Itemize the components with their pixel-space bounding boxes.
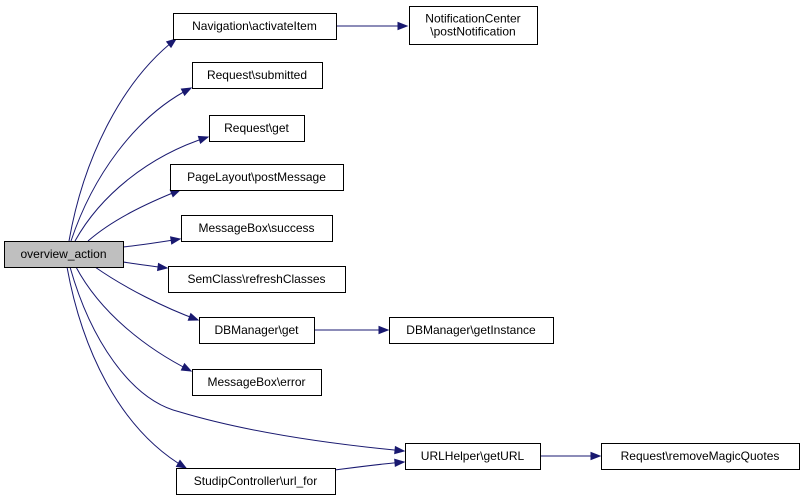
node-layer: overview_action Navigation\activateItem No… bbox=[4, 6, 800, 495]
edge-overview_action-to-msgbox_error bbox=[75, 266, 193, 372]
node-pagelayout_post[interactable]: PageLayout\postMessage bbox=[170, 164, 344, 191]
arrow-head bbox=[378, 325, 390, 335]
node-box bbox=[170, 164, 344, 191]
node-box bbox=[4, 241, 124, 268]
arrow-head bbox=[197, 135, 210, 144]
node-box bbox=[192, 62, 323, 89]
arrow-head bbox=[397, 21, 409, 31]
node-box bbox=[389, 317, 554, 344]
node-label: SemClass\refreshClasses bbox=[187, 272, 325, 286]
node-box bbox=[192, 369, 322, 396]
node-box bbox=[209, 115, 305, 142]
arrow-head bbox=[180, 362, 193, 372]
edge-line bbox=[66, 266, 187, 469]
node-label: URLHelper\getURL bbox=[421, 449, 525, 463]
edge-overview_action-to-req_submitted bbox=[70, 87, 193, 242]
node-nav_activate[interactable]: Navigation\activateItem bbox=[173, 13, 337, 40]
node-semclass_refresh[interactable]: SemClass\refreshClasses bbox=[168, 266, 346, 293]
node-dbm_getinstance[interactable]: DBManager\getInstance bbox=[389, 317, 554, 344]
arrow-head bbox=[165, 38, 178, 49]
edge-line bbox=[68, 38, 177, 242]
node-label: \postNotification bbox=[430, 25, 515, 39]
edge-line bbox=[74, 136, 209, 242]
node-label: MessageBox\error bbox=[207, 375, 305, 389]
node-notif_post[interactable]: NotificationCenter\postNotification bbox=[409, 6, 538, 45]
node-label: Request\submitted bbox=[207, 68, 307, 82]
edge-line bbox=[94, 266, 199, 321]
node-box bbox=[173, 13, 337, 40]
node-label: NotificationCenter bbox=[425, 12, 520, 26]
edge-layer bbox=[66, 21, 602, 471]
node-box bbox=[601, 443, 800, 470]
node-box bbox=[168, 266, 346, 293]
arrow-head bbox=[394, 445, 406, 455]
edge-overview_action-to-dbm_get bbox=[94, 266, 200, 321]
edge-overview_action-to-semclass_refresh bbox=[122, 261, 169, 272]
edge-dbm_get-to-dbm_getinstance bbox=[314, 325, 390, 335]
edge-urlhelper_geturl-to-req_removemagic bbox=[540, 451, 602, 461]
arrow-head bbox=[175, 459, 188, 469]
node-req_removemagic[interactable]: Request\removeMagicQuotes bbox=[601, 443, 800, 470]
node-studip_urlfor[interactable]: StudipController\url_for bbox=[176, 468, 336, 495]
edge-overview_action-to-studip_urlfor bbox=[66, 266, 188, 469]
node-box bbox=[199, 317, 315, 344]
node-req_submitted[interactable]: Request\submitted bbox=[192, 62, 323, 89]
node-label: DBManager\getInstance bbox=[406, 323, 536, 337]
node-box bbox=[176, 468, 336, 495]
edge-studip_urlfor-to-urlhelper_geturl bbox=[334, 458, 406, 471]
arrow-head bbox=[187, 312, 200, 321]
node-label: StudipController\url_for bbox=[194, 474, 317, 488]
arrow-head bbox=[394, 458, 406, 467]
node-box bbox=[409, 6, 538, 45]
edge-overview_action-to-req_get bbox=[74, 135, 210, 242]
edge-line bbox=[75, 266, 192, 372]
node-label: DBManager\get bbox=[214, 323, 299, 337]
edge-overview_action-to-urlhelper_geturl bbox=[69, 266, 406, 455]
node-label: Request\get bbox=[224, 121, 289, 135]
node-urlhelper_geturl[interactable]: URLHelper\getURL bbox=[405, 443, 541, 470]
node-box bbox=[181, 215, 333, 242]
arrow-head bbox=[157, 262, 169, 272]
node-msgbox_error[interactable]: MessageBox\error bbox=[192, 369, 322, 396]
edge-line bbox=[69, 266, 405, 452]
arrow-head bbox=[180, 87, 193, 97]
edge-nav_activate-to-notif_post bbox=[336, 21, 409, 31]
node-dbm_get[interactable]: DBManager\get bbox=[199, 317, 315, 344]
arrow-head bbox=[169, 236, 182, 245]
node-label: MessageBox\success bbox=[198, 221, 314, 235]
node-label: overview_action bbox=[20, 247, 106, 261]
node-label: Request\removeMagicQuotes bbox=[621, 449, 780, 463]
edge-overview_action-to-msgbox_success bbox=[122, 236, 182, 248]
arrow-head bbox=[590, 451, 602, 461]
edge-overview_action-to-nav_activate bbox=[68, 38, 178, 242]
node-label: PageLayout\postMessage bbox=[187, 170, 326, 184]
node-overview_action[interactable]: overview_action bbox=[4, 241, 124, 268]
node-box bbox=[405, 443, 541, 470]
node-label: Navigation\activateItem bbox=[192, 19, 317, 33]
edge-line bbox=[334, 461, 405, 471]
node-msgbox_success[interactable]: MessageBox\success bbox=[181, 215, 333, 242]
edge-line bbox=[70, 87, 192, 242]
edge-line bbox=[87, 189, 181, 242]
edge-overview_action-to-pagelayout_post bbox=[87, 189, 182, 242]
node-req_get[interactable]: Request\get bbox=[209, 115, 305, 142]
